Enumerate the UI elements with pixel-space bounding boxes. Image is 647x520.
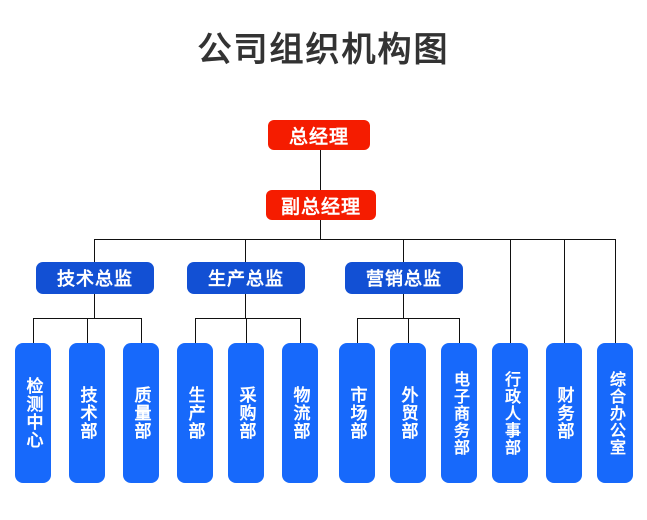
connector-to-market-dept [357, 318, 358, 343]
node-technology-dept[interactable]: 技术部 [69, 343, 105, 483]
connector-bus-to-technical-director [94, 239, 95, 262]
connector-to-procurement-dept [246, 318, 247, 343]
connector-bus-to-marketing-director [403, 239, 404, 262]
node-foreign-trade-dept[interactable]: 外贸部 [390, 343, 426, 483]
connector-bus-to-production-director [245, 239, 246, 262]
connector-marketing-director-stem [403, 294, 404, 318]
node-procurement-dept[interactable]: 采购部 [228, 343, 264, 483]
connector-to-foreign-trade-dept [408, 318, 409, 343]
connector-to-ecommerce-dept [459, 318, 460, 343]
node-market-dept[interactable]: 市场部 [339, 343, 375, 483]
connector-to-technology-dept [87, 318, 88, 343]
node-finance-dept[interactable]: 财务部 [546, 343, 582, 483]
node-production-dept[interactable]: 生产部 [177, 343, 213, 483]
node-general-manager[interactable]: 总经理 [268, 120, 370, 150]
node-admin-hr-dept[interactable]: 行政人事部 [492, 343, 528, 483]
connector-production-director-stem [245, 294, 246, 318]
node-deputy-general-manager[interactable]: 副总经理 [266, 190, 376, 220]
node-testing-center[interactable]: 检测中心 [15, 343, 51, 483]
node-ecommerce-dept[interactable]: 电子商务部 [441, 343, 477, 483]
connector-to-logistics-dept [300, 318, 301, 343]
connector-deputy-to-bus [320, 220, 321, 239]
connector-to-production-dept [195, 318, 196, 343]
node-production-director[interactable]: 生产总监 [187, 262, 305, 294]
node-marketing-director[interactable]: 营销总监 [345, 262, 463, 294]
node-general-office[interactable]: 综合办公室 [597, 343, 633, 483]
connector-gm-to-deputy [320, 150, 321, 190]
connector-bus-to-admin-hr-dept [510, 239, 511, 343]
node-technical-director[interactable]: 技术总监 [36, 262, 154, 294]
connector-to-testing-center [33, 318, 34, 343]
connector-to-quality-dept [141, 318, 142, 343]
page-title: 公司组织机构图 [197, 31, 450, 69]
connector-main-bus [94, 239, 615, 240]
connector-bus-to-finance-dept [564, 239, 565, 343]
node-logistics-dept[interactable]: 物流部 [282, 343, 318, 483]
connector-bus-to-general-office [615, 239, 616, 343]
node-quality-dept[interactable]: 质量部 [123, 343, 159, 483]
connector-technical-director-stem [94, 294, 95, 318]
connector-production-sub-bus [195, 318, 300, 319]
